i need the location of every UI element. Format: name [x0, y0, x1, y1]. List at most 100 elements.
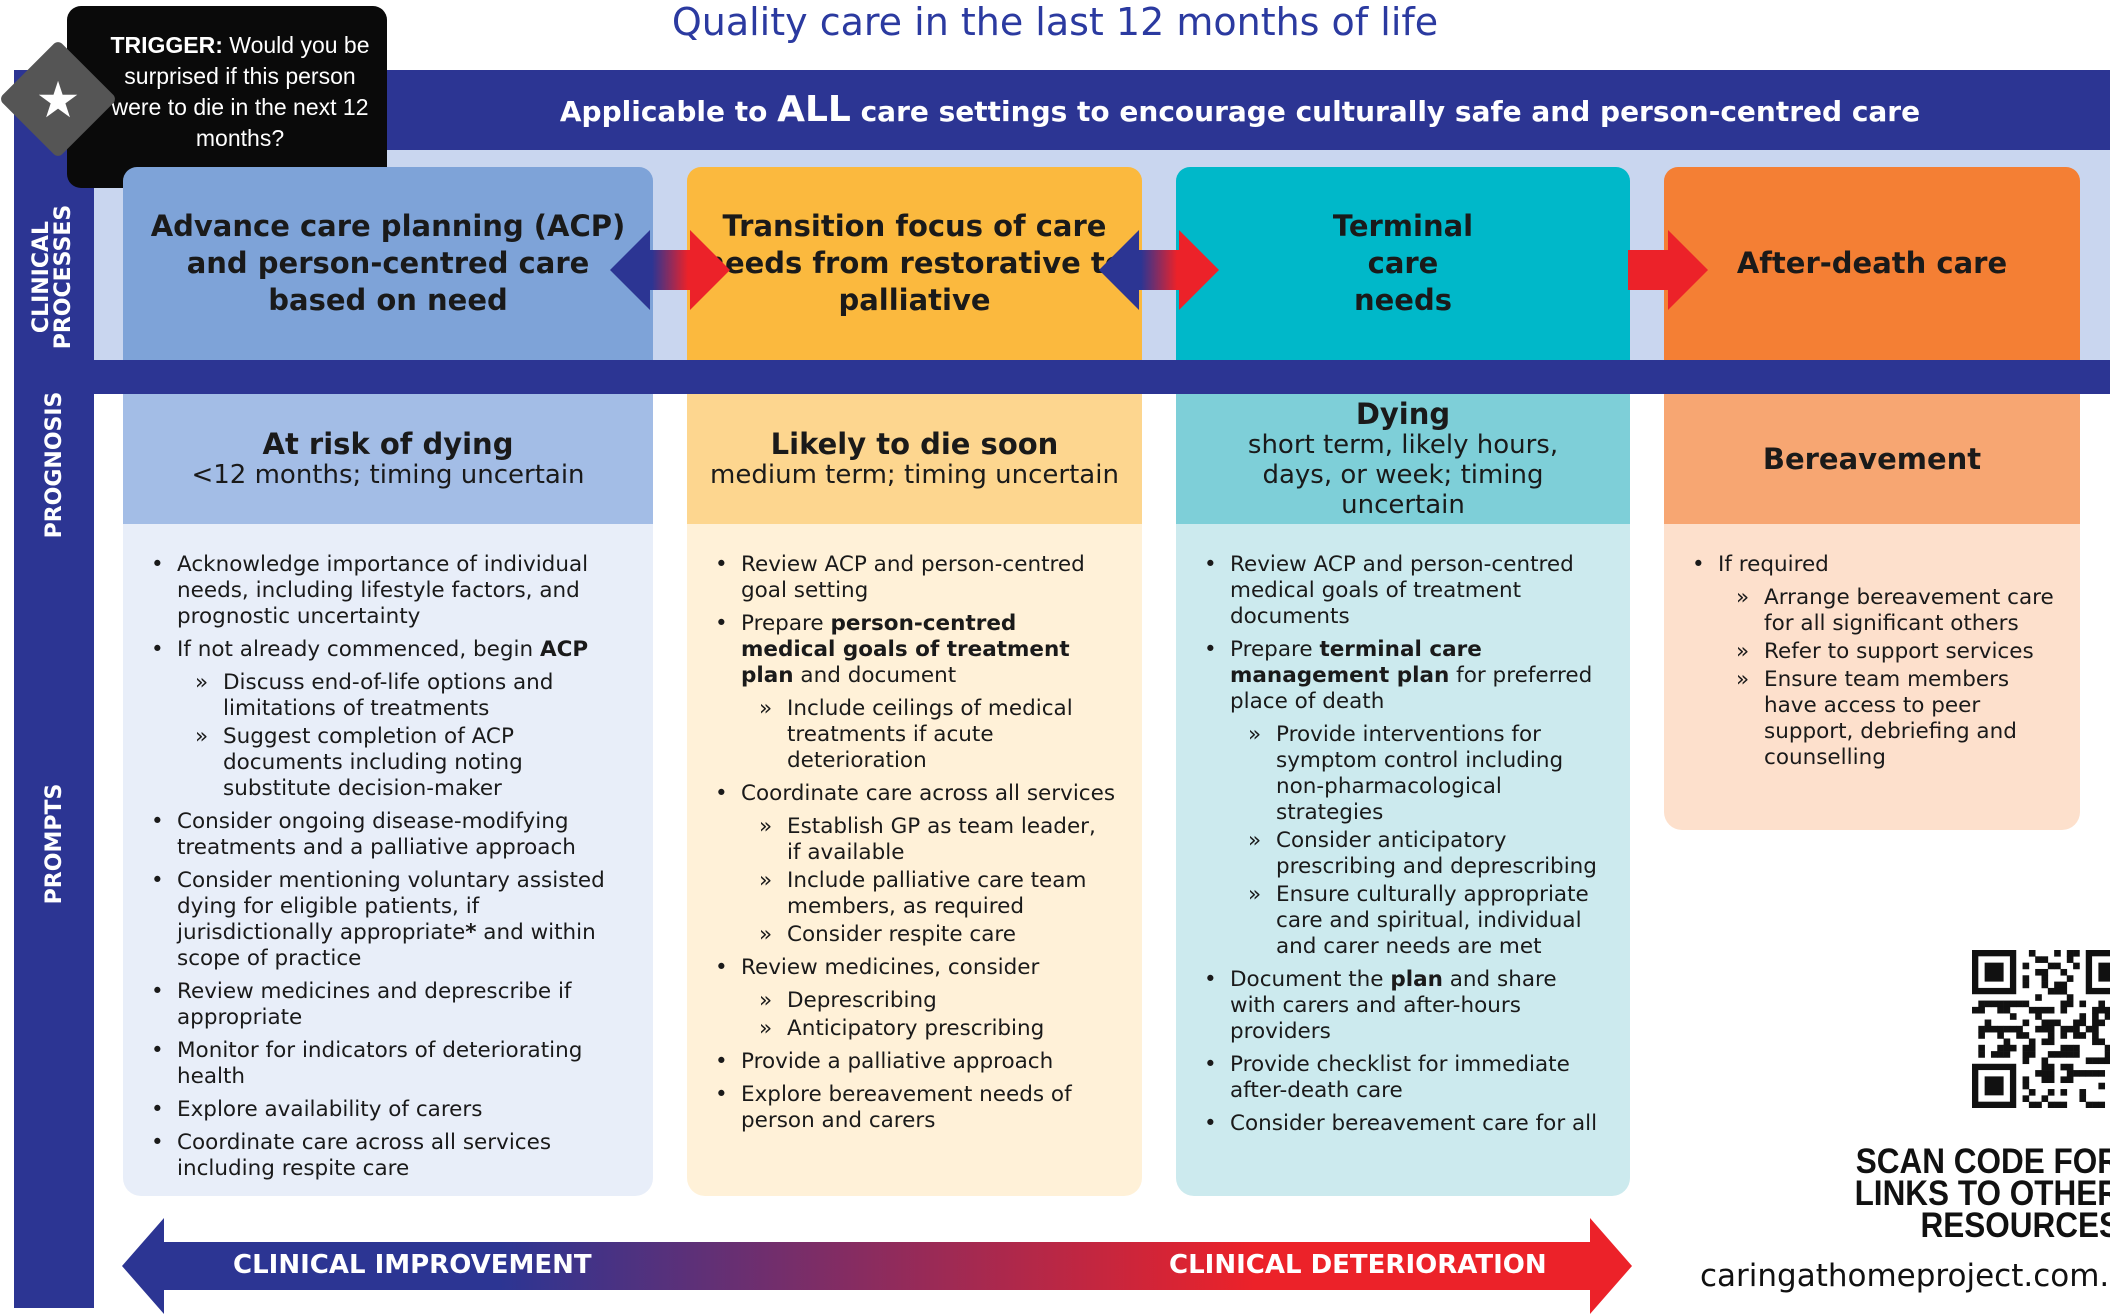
prompt-item: Review medicines, consider	[715, 955, 1116, 981]
prompt-list: Review ACP and person-centred medical go…	[1204, 552, 1604, 1137]
prompt-text: and share with carers and after-hours pr…	[1230, 967, 1557, 1044]
prompts-acp: Acknowledge importance of individual nee…	[123, 524, 653, 1196]
prompt-emphasis: *	[465, 920, 477, 945]
prompt-text: Anticipatory prescribing	[787, 1016, 1045, 1041]
prompt-text: Consider respite care	[787, 922, 1017, 947]
sub-prompt-item: Discuss end-of-life options and limitati…	[151, 670, 627, 722]
prompt-emphasis: plan	[1390, 967, 1443, 992]
sub-prompt-item: Include ceilings of medical treatments i…	[715, 696, 1116, 774]
prompts-terminal: Review ACP and person-centred medical go…	[1176, 524, 1630, 1196]
prompt-item: Monitor for indicators of deteriorating …	[151, 1038, 627, 1090]
clinical-trajectory-arrow	[122, 1218, 1632, 1314]
process-after-death: After-death care	[1664, 167, 2080, 360]
prompt-item: Coordinate care across all services incl…	[151, 1130, 627, 1182]
prompt-item: Explore bereavement needs of person and …	[715, 1082, 1116, 1134]
right-arrow-icon	[1628, 230, 1708, 310]
prompt-item: Review medicines and deprescribe if appr…	[151, 979, 627, 1031]
trigger-box: TRIGGER: Would you be surprised if this …	[67, 6, 387, 188]
prompt-text: Explore availability of carers	[177, 1097, 483, 1122]
sub-prompt-item: Deprescribing	[715, 988, 1116, 1014]
prompt-emphasis: terminal care management plan	[1230, 637, 1482, 688]
prompt-text: Coordinate care across all services	[741, 781, 1116, 806]
prompt-text: Consider anticipatory prescribing and de…	[1276, 828, 1597, 879]
website-link[interactable]: caringathomeproject.com.au	[1700, 1258, 2110, 1294]
double-arrow-1-icon	[610, 230, 730, 310]
sub-prompt-item: Provide interventions for symptom contro…	[1204, 722, 1604, 826]
prompt-text: Monitor for indicators of deteriorating …	[177, 1038, 583, 1089]
sub-prompt-item: Include palliative care team members, as…	[715, 868, 1116, 920]
prognosis-heading: Likely to die soon	[770, 427, 1059, 461]
prompt-text: Refer to support services	[1764, 639, 2034, 664]
prompt-text: Explore bereavement needs of person and …	[741, 1082, 1072, 1133]
scan-line-3: RESOURCES	[1920, 1206, 2110, 1245]
prognosis-subtext: medium term; timing uncertain	[710, 460, 1119, 490]
scan-code-text: SCAN CODE FOR LINKS TO OTHER RESOURCES	[1742, 1142, 2110, 1245]
prompts-label: PROMPTS	[42, 783, 67, 905]
prompt-item: Prepare terminal care management plan fo…	[1204, 637, 1604, 715]
prompt-text: Consider ongoing disease-modifying treat…	[177, 809, 576, 860]
prompt-item: Consider bereavement care for all	[1204, 1111, 1604, 1137]
process-transition: Transition focus of care needs from rest…	[687, 167, 1142, 360]
prompt-list: Acknowledge importance of individual nee…	[151, 552, 627, 1182]
prompt-item: Prepare person-centred medical goals of …	[715, 611, 1116, 689]
clinical-label-line2: PROCESSES	[51, 204, 76, 350]
page-title: Quality care in the last 12 months of li…	[671, 0, 1439, 44]
double-arrow-2-icon	[1099, 230, 1219, 310]
prompt-item: Consider mentioning voluntary assisted d…	[151, 868, 627, 972]
process-acp: Advance care planning (ACP) and person-c…	[123, 167, 653, 360]
prompt-text: Review medicines, consider	[741, 955, 1040, 980]
sub-prompt-item: Establish GP as team leader, if availabl…	[715, 814, 1116, 866]
sub-prompt-item: Refer to support services	[1692, 639, 2054, 665]
sub-prompt-item: Suggest completion of ACP documents incl…	[151, 724, 627, 802]
prompt-text: Review ACP and person-centred goal setti…	[741, 552, 1085, 603]
sub-prompt-item: Anticipatory prescribing	[715, 1016, 1116, 1042]
prompt-text: Acknowledge importance of individual nee…	[177, 552, 589, 629]
prompt-item: Review ACP and person-centred medical go…	[1204, 552, 1604, 630]
prompt-item: Coordinate care across all services	[715, 781, 1116, 807]
left-side-bar	[14, 70, 94, 1308]
prompt-text: Establish GP as team leader, if availabl…	[787, 814, 1096, 865]
prompt-item: If not already commenced, begin ACP	[151, 637, 627, 663]
prompt-text: Ensure team members have access to peer …	[1764, 667, 2017, 770]
prompt-item: Review ACP and person-centred goal setti…	[715, 552, 1116, 604]
prompt-text: Consider bereavement care for all	[1230, 1111, 1598, 1136]
sub-prompt-item: Ensure culturally appropriate care and s…	[1204, 882, 1604, 960]
prompt-text: Arrange bereavement care for all signifi…	[1764, 585, 2054, 636]
prompt-text: If not already commenced, begin	[177, 637, 540, 662]
prompt-text: and document	[793, 663, 957, 688]
sub-prompt-item: Consider respite care	[715, 922, 1116, 948]
star-icon: ★	[35, 71, 81, 129]
scan-line-2: LINKS TO OTHER	[1854, 1174, 2110, 1213]
sub-prompt-item: Arrange bereavement care for all signifi…	[1692, 585, 2054, 637]
prognosis-dying: Dying short term, likely hours, days, or…	[1176, 394, 1630, 524]
prompt-list: Review ACP and person-centred goal setti…	[715, 552, 1116, 1134]
prompt-item: Provide a palliative approach	[715, 1049, 1116, 1075]
prompt-item: Provide checklist for immediate after-de…	[1204, 1052, 1604, 1104]
prompt-text: If required	[1718, 552, 1829, 577]
prompt-text: Consider mentioning voluntary assisted d…	[177, 868, 605, 945]
band-subtitle: Applicable to ALL care settings to encou…	[380, 70, 2100, 150]
band-text-after: care settings to encourage culturally sa…	[850, 95, 1921, 128]
qr-code[interactable]	[1972, 950, 2110, 1108]
prompt-text: Document the	[1230, 967, 1391, 992]
trigger-text: Would you be surprised if this person we…	[111, 32, 370, 151]
prognosis-bereavement: Bereavement	[1664, 394, 2080, 524]
process-terminal: Terminal care needs	[1176, 167, 1630, 360]
prompt-text: Include palliative care team members, as…	[787, 868, 1087, 919]
prompt-text: Review medicines and deprescribe if appr…	[177, 979, 572, 1030]
prompt-item: If required	[1692, 552, 2054, 578]
prompt-text: Coordinate care across all services incl…	[177, 1130, 552, 1181]
band-text-before: Applicable to	[559, 95, 778, 128]
prompt-text: Discuss end-of-life options and limitati…	[223, 670, 554, 721]
prognosis-label: PROGNOSIS	[42, 391, 67, 539]
prompt-item: Consider ongoing disease-modifying treat…	[151, 809, 627, 861]
prognosis-heading: Bereavement	[1762, 442, 1982, 476]
clinical-improvement-label: CLINICAL IMPROVEMENT	[233, 1250, 592, 1280]
band-text-emphasis: ALL	[777, 89, 851, 130]
sub-prompt-item: Consider anticipatory prescribing and de…	[1204, 828, 1604, 880]
scan-line-1: SCAN CODE FOR	[1855, 1142, 2110, 1181]
prompt-emphasis: ACP	[539, 637, 589, 662]
prompt-text: and within scope of practice	[177, 920, 596, 971]
prompt-list: If requiredArrange bereavement care for …	[1692, 552, 2054, 771]
